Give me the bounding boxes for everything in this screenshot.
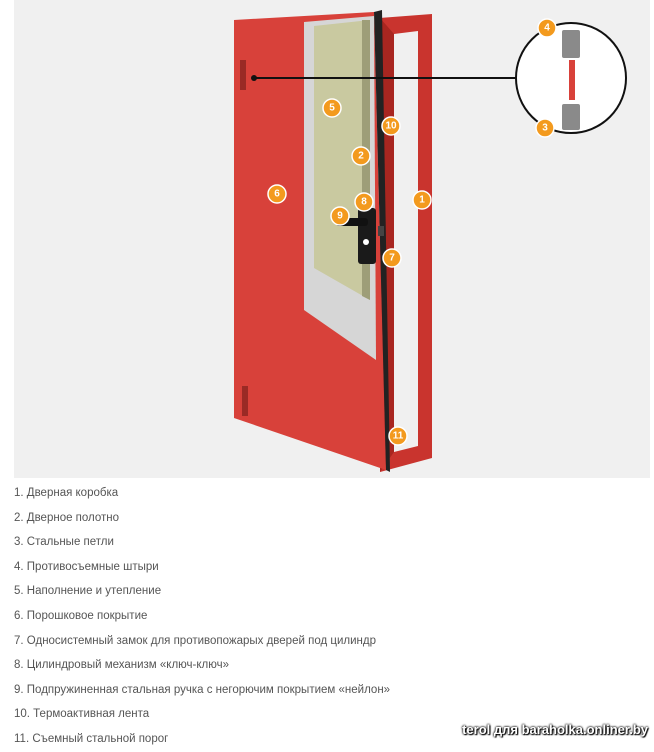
- legend-item: 9. Подпружиненная стальная ручка с негор…: [14, 683, 391, 696]
- hinge-top: [240, 60, 246, 90]
- callout-label: 10: [385, 121, 397, 132]
- callout-marker: [537, 18, 557, 38]
- callout-10: 10: [381, 116, 401, 136]
- callout-label: 3: [542, 123, 548, 134]
- callout-7: 7: [382, 248, 402, 268]
- insulation-fill: [314, 20, 370, 300]
- legend-item: 5. Наполнение и утепление: [14, 585, 162, 598]
- legend-item: 11. Съемный стальной порог: [14, 732, 169, 745]
- detail-callout-4: 4: [537, 18, 557, 38]
- legend-item: 10. Термоактивная лента: [14, 708, 150, 721]
- legend-item: 8. Цилиндровый механизм «ключ-ключ»: [14, 659, 230, 672]
- door-frame-opening: [394, 31, 418, 452]
- callout-marker: [267, 184, 287, 204]
- callout-2: 2: [351, 146, 371, 166]
- door-illustration: 5 10 2 6 1 8 9 7 11 4 3: [234, 10, 627, 472]
- callout-label: 8: [361, 197, 367, 208]
- callout-label: 6: [274, 189, 280, 200]
- callout-9: 9: [330, 206, 350, 226]
- detail-hinge-top: [562, 30, 580, 58]
- callout-label: 11: [393, 431, 404, 442]
- legend-item: 1. Дверная коробка: [14, 487, 119, 499]
- callout-6: 6: [267, 184, 287, 204]
- callout-layer: 5 10 2 6 1 8 9 7 11 4 3: [267, 18, 557, 446]
- callout-label: 5: [329, 103, 335, 114]
- callout-marker: [535, 118, 555, 138]
- lock-bolt: [378, 226, 384, 236]
- callout-marker: [354, 192, 374, 212]
- callout-label: 7: [389, 253, 395, 264]
- callout-marker: [330, 206, 350, 226]
- detail-hinge-bottom: [562, 104, 580, 130]
- callout-label: 4: [544, 23, 550, 34]
- door-leaf-edge: [374, 10, 390, 472]
- callout-label: 9: [337, 211, 343, 222]
- legend-item: 2. Дверное полотно: [14, 511, 120, 524]
- callout-marker: [382, 248, 402, 268]
- callout-11: 11: [388, 426, 408, 446]
- callout-marker: [412, 190, 432, 210]
- callout-marker: [381, 116, 401, 136]
- watermark: terol для baraholka.onliner.by: [462, 722, 648, 737]
- callout-marker: [322, 98, 342, 118]
- legend-item: 7. Односистемный замок для противопожары…: [14, 634, 376, 647]
- callout-5: 5: [322, 98, 342, 118]
- detail-pin: [569, 60, 575, 100]
- callout-label: 1: [419, 195, 425, 206]
- legend-item: 4. Противосъемные штыри: [14, 560, 159, 573]
- callout-label: 2: [358, 151, 364, 162]
- detail-callout-3: 3: [535, 118, 555, 138]
- door-diagram: 5 10 2 6 1 8 9 7 11 4 3: [14, 0, 650, 478]
- callout-marker: [388, 426, 408, 446]
- cylinder-keyhole: [363, 239, 369, 245]
- callout-8: 8: [354, 192, 374, 212]
- hinge-bottom: [242, 386, 248, 416]
- legend-list: 1. Дверная коробка 2. Дверное полотно 3.…: [14, 481, 390, 752]
- legend-item: 6. Порошковое покрытие: [14, 609, 148, 622]
- lock-plate: [358, 208, 376, 264]
- callout-1: 1: [412, 190, 432, 210]
- detail-leader-dot: [251, 75, 257, 81]
- callout-marker: [351, 146, 371, 166]
- legend-item: 3. Стальные петли: [14, 536, 114, 549]
